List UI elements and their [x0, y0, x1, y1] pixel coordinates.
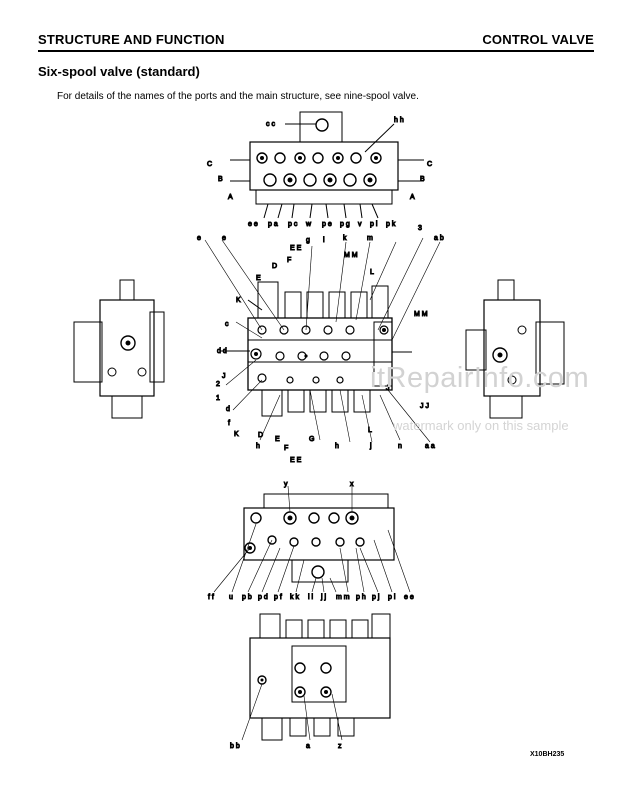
- svg-text:m m: m m: [336, 594, 350, 601]
- svg-text:a: a: [306, 743, 310, 750]
- svg-text:3: 3: [418, 225, 422, 232]
- svg-text:E: E: [256, 275, 261, 282]
- svg-text:a a: a a: [425, 443, 435, 450]
- svg-text:E E: E E: [290, 457, 302, 464]
- svg-text:F: F: [287, 257, 291, 264]
- svg-text:p b: p b: [242, 594, 252, 601]
- watermark-note: watermark only on this sample: [393, 418, 569, 433]
- svg-text:K: K: [234, 431, 239, 438]
- svg-text:a b: a b: [434, 235, 444, 242]
- svg-text:z: z: [338, 743, 342, 750]
- svg-text:g: g: [306, 237, 310, 244]
- svg-text:y: y: [284, 481, 288, 488]
- svg-text:B: B: [218, 176, 223, 183]
- svg-text:e: e: [197, 235, 201, 242]
- svg-text:p a: p a: [268, 221, 278, 228]
- svg-text:e e: e e: [248, 221, 258, 228]
- svg-text:l l: l l: [308, 594, 314, 601]
- svg-text:1: 1: [216, 395, 220, 402]
- svg-text:j: j: [369, 443, 372, 450]
- top-view: c c h h C B A C B A e e p a p c w p e p g v p i p k: [207, 111, 433, 229]
- bottom-view: y x f f u p b p d p f k k l l j j m m p h p j p l…: [208, 481, 415, 602]
- svg-text:D: D: [272, 263, 277, 270]
- svg-text:2: 2: [216, 381, 220, 388]
- svg-text:u: u: [229, 594, 233, 601]
- svg-text:c: c: [225, 321, 229, 328]
- svg-text:d d: d d: [217, 348, 227, 355]
- svg-text:p l: p l: [388, 594, 396, 601]
- svg-text:l: l: [323, 237, 325, 244]
- svg-text:v: v: [358, 221, 362, 228]
- svg-text:h: h: [335, 443, 339, 450]
- svg-text:J: J: [386, 385, 390, 392]
- svg-text:p e: p e: [322, 221, 332, 228]
- svg-text:h h: h h: [394, 117, 404, 124]
- svg-text:C: C: [427, 161, 432, 168]
- svg-text:C: C: [207, 161, 212, 168]
- reference-note: For details of the names of the ports an…: [57, 91, 419, 102]
- section-name: STRUCTURE AND FUNCTION: [38, 32, 225, 47]
- svg-text:E: E: [275, 436, 280, 443]
- svg-text:F: F: [284, 445, 288, 452]
- svg-text:p i: p i: [370, 221, 378, 228]
- svg-text:A: A: [228, 194, 233, 201]
- component-name: CONTROL VALVE: [482, 32, 594, 47]
- svg-text:p d: p d: [258, 594, 268, 601]
- page-header: STRUCTURE AND FUNCTION CONTROL VALVE: [38, 30, 594, 52]
- svg-text:b b: b b: [230, 743, 240, 750]
- svg-text:k k: k k: [290, 594, 299, 601]
- svg-text:n: n: [398, 443, 402, 450]
- svg-text:c c: c c: [266, 121, 275, 128]
- svg-text:p c: p c: [288, 221, 298, 228]
- left-side-view: [73, 279, 165, 419]
- svg-text:L: L: [368, 427, 372, 434]
- svg-text:L: L: [370, 269, 374, 276]
- svg-text:G: G: [309, 436, 314, 443]
- svg-text:p f: p f: [274, 594, 282, 601]
- svg-text:p k: p k: [386, 221, 396, 228]
- svg-text:A: A: [410, 194, 415, 201]
- figure-code: X10BH235: [530, 751, 565, 758]
- svg-text:E E: E E: [290, 245, 302, 252]
- svg-text:x: x: [350, 481, 354, 488]
- svg-text:j j: j j: [320, 594, 327, 601]
- svg-text:D: D: [258, 432, 263, 439]
- svg-text:f f: f f: [208, 594, 214, 601]
- svg-text:d: d: [226, 406, 230, 413]
- svg-text:h: h: [256, 443, 260, 450]
- svg-text:p j: p j: [372, 594, 380, 601]
- svg-text:J: J: [222, 373, 226, 380]
- svg-text:M M: M M: [344, 252, 358, 259]
- right-side-view: [465, 279, 565, 419]
- page-title: Six-spool valve (standard): [38, 64, 200, 79]
- svg-text:k: k: [343, 235, 347, 242]
- svg-text:e: e: [222, 235, 226, 242]
- svg-text:p h: p h: [356, 594, 366, 601]
- svg-text:K: K: [236, 297, 241, 304]
- svg-text:p g: p g: [340, 221, 350, 228]
- svg-text:J J: J J: [420, 403, 429, 410]
- svg-text:B: B: [420, 176, 425, 183]
- watermark-site: itRepairInfo.com: [370, 362, 590, 394]
- svg-text:w: w: [305, 221, 312, 228]
- svg-text:M M: M M: [414, 311, 428, 318]
- svg-text:f: f: [228, 420, 230, 427]
- svg-text:m: m: [367, 235, 373, 242]
- svg-text:e e: e e: [404, 594, 414, 601]
